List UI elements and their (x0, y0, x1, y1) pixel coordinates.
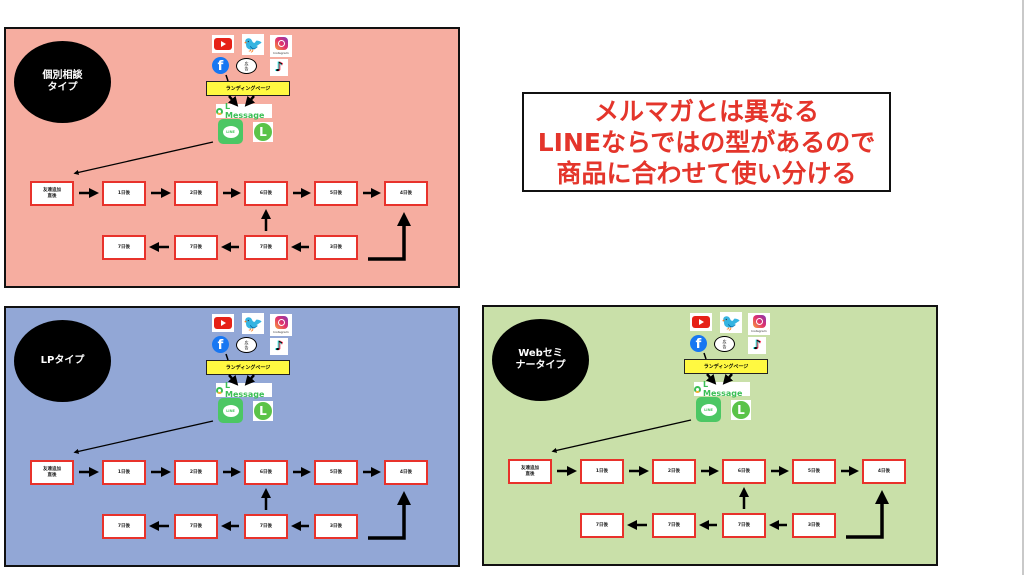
twitter-bird-glyph: 🐦 (243, 35, 263, 54)
line-app-icon: LINE (218, 398, 243, 423)
facebook-glyph: f (695, 337, 702, 352)
lmessage-app-icon: L (253, 401, 273, 421)
step-box: 4日後 (384, 181, 428, 206)
lmessage-app-glyph: L (254, 402, 272, 420)
line-app-icon: LINE (696, 397, 721, 422)
step-box: 7日後 (244, 235, 288, 260)
lmessage-app-icon: L (731, 400, 751, 420)
youtube-icon (212, 35, 234, 53)
lmessage-logo: L Message (216, 102, 272, 120)
flow-panel-1: 個別相談 タイプ 🐦 Instagram f 広 告 ♪ ランディングページ L… (4, 27, 460, 288)
line-bubble-label: LINE (222, 125, 239, 138)
facebook-icon: f (212, 57, 229, 74)
facebook-icon: f (212, 336, 229, 353)
step-box: 友達追加 直後 (508, 459, 552, 484)
instagram-icon: Instagram (748, 313, 770, 335)
entry-arrow (551, 419, 692, 453)
twitter-bird-glyph: 🐦 (721, 313, 741, 332)
step-box: 7日後 (174, 514, 218, 539)
tiktok-icon: ♪ (748, 337, 766, 354)
step-box: 1日後 (580, 459, 624, 484)
lmessage-logo: L Message (216, 381, 272, 399)
flow-panel-3: Webセミ ナータイプ 🐦 Instagram f 広 告 ♪ ランディングペー… (482, 305, 938, 566)
twitter-icon: 🐦 (720, 312, 742, 333)
step-box: 3日後 (314, 235, 358, 260)
step-box: 6日後 (244, 181, 288, 206)
facebook-icon: f (690, 335, 707, 352)
step-box: 3日後 (792, 513, 836, 538)
lmessage-ring-icon (216, 386, 223, 394)
lmessage-logo: L Message (694, 380, 750, 398)
step-box: 5日後 (314, 181, 358, 206)
line-bubble-label: LINE (222, 404, 239, 417)
scrollbar-edge (1022, 0, 1024, 575)
lmessage-text: L Message (224, 381, 265, 399)
lmessage-ring-icon (216, 107, 223, 115)
step-box: 7日後 (722, 513, 766, 538)
lmessage-text: L Message (702, 380, 743, 398)
step-box: 友達追加 直後 (30, 181, 74, 206)
step-box: 1日後 (102, 460, 146, 485)
lmessage-ring-icon (694, 385, 701, 393)
step-box: 6日後 (722, 459, 766, 484)
lmessage-app-glyph: L (732, 401, 750, 419)
instagram-caption: Instagram (273, 330, 289, 334)
ad-icon: 広 告 (236, 58, 257, 74)
ad-icon: 広 告 (714, 336, 735, 352)
step-box: 7日後 (174, 235, 218, 260)
step-box: 7日後 (652, 513, 696, 538)
lmessage-app-glyph: L (254, 123, 272, 141)
step-box: 2日後 (174, 460, 218, 485)
entry-arrow (73, 420, 214, 454)
step-box: 3日後 (314, 514, 358, 539)
headline-line-3: 商品に合わせて使い分ける (556, 158, 857, 188)
step-box: 7日後 (102, 235, 146, 260)
tiktok-icon: ♪ (270, 338, 288, 355)
instagram-caption: Instagram (273, 51, 289, 55)
tiktok-icon: ♪ (270, 59, 288, 76)
type-label-circle: LPタイプ (14, 320, 111, 402)
landing-page-bar: ランディングページ (206, 360, 290, 375)
step-box: 4日後 (862, 459, 906, 484)
instagram-icon: Instagram (270, 35, 292, 57)
step-box: 6日後 (244, 460, 288, 485)
step-box: 2日後 (652, 459, 696, 484)
step-box: 5日後 (792, 459, 836, 484)
youtube-icon (690, 313, 712, 331)
headline-box: メルマガとは異なる LINEならではの型があるので 商品に合わせて使い分ける (522, 92, 891, 192)
instagram-caption: Instagram (751, 329, 767, 333)
step-box: 4日後 (384, 460, 428, 485)
lmessage-app-icon: L (253, 122, 273, 142)
step-box: 7日後 (244, 514, 288, 539)
twitter-bird-glyph: 🐦 (243, 314, 263, 333)
youtube-icon (212, 314, 234, 332)
facebook-glyph: f (217, 338, 224, 353)
lmessage-text: L Message (224, 102, 265, 120)
twitter-icon: 🐦 (242, 313, 264, 334)
twitter-icon: 🐦 (242, 34, 264, 55)
instagram-icon: Instagram (270, 314, 292, 336)
step-box: 5日後 (314, 460, 358, 485)
line-app-icon: LINE (218, 119, 243, 144)
corner-arrow (846, 490, 889, 539)
entry-arrow (73, 141, 214, 175)
landing-page-bar: ランディングページ (206, 81, 290, 96)
corner-arrow (368, 491, 411, 540)
step-box: 7日後 (580, 513, 624, 538)
headline-line-2: LINEならではの型があるので (537, 127, 876, 157)
step-box: 2日後 (174, 181, 218, 206)
line-bubble-label: LINE (700, 403, 717, 416)
facebook-glyph: f (217, 59, 224, 74)
ad-icon: 広 告 (236, 337, 257, 353)
corner-arrow (368, 212, 411, 261)
flow-panel-2: LPタイプ 🐦 Instagram f 広 告 ♪ ランディングページ L Me… (4, 306, 460, 567)
landing-page-bar: ランディングページ (684, 359, 768, 374)
headline-line-1: メルマガとは異なる (593, 96, 819, 126)
type-label-circle: Webセミ ナータイプ (492, 319, 589, 401)
step-box: 7日後 (102, 514, 146, 539)
type-label-circle: 個別相談 タイプ (14, 41, 111, 123)
step-box: 友達追加 直後 (30, 460, 74, 485)
step-box: 1日後 (102, 181, 146, 206)
